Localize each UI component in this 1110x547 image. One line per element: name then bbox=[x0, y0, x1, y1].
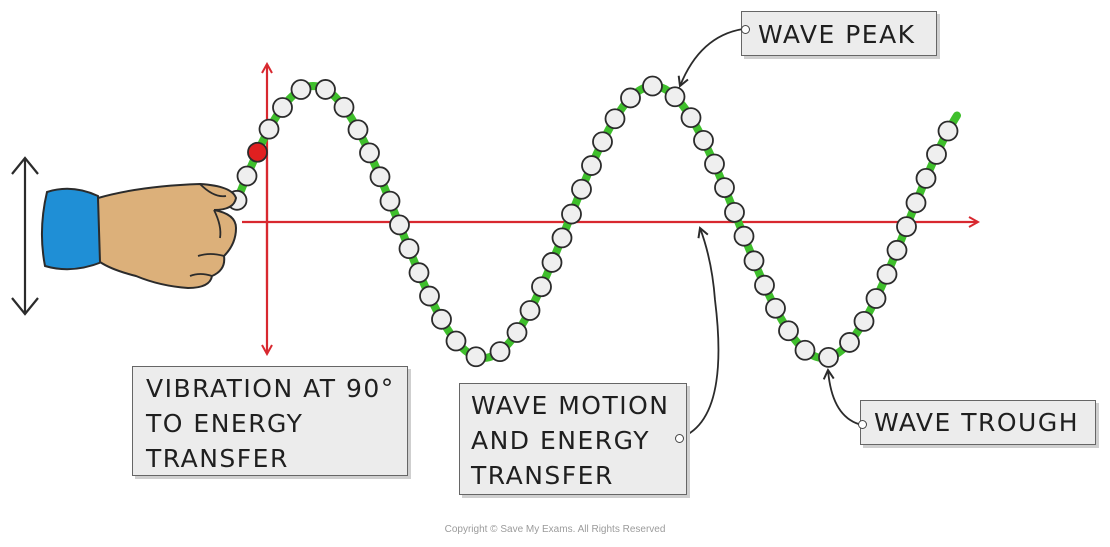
peak-pointer-arrow bbox=[680, 28, 744, 86]
particles bbox=[226, 75, 959, 368]
vibration-line-1: VIBRATION AT 90° bbox=[146, 374, 395, 403]
wave-motion-label: WAVE MOTION AND ENERGY TRANSFER bbox=[459, 383, 687, 495]
vibration-line-2: TO ENERGY bbox=[146, 409, 304, 438]
vibration-label: VIBRATION AT 90° TO ENERGY TRANSFER bbox=[132, 366, 408, 476]
particle bbox=[680, 107, 702, 129]
particle bbox=[937, 120, 959, 142]
particle bbox=[754, 274, 775, 296]
particle bbox=[704, 153, 725, 175]
particle bbox=[778, 320, 799, 342]
particle bbox=[419, 285, 440, 307]
particle bbox=[359, 142, 380, 164]
particle bbox=[272, 97, 293, 118]
particle bbox=[818, 346, 839, 368]
wave-trough-label: WAVE TROUGH bbox=[860, 400, 1096, 445]
particle bbox=[561, 203, 582, 225]
particle bbox=[865, 288, 887, 309]
particle bbox=[445, 330, 467, 352]
particle bbox=[506, 322, 528, 343]
motion-line-3: TRANSFER bbox=[471, 461, 614, 490]
particle bbox=[853, 310, 875, 332]
particle bbox=[581, 155, 602, 176]
particle bbox=[551, 227, 573, 249]
particle bbox=[398, 238, 420, 260]
particle bbox=[465, 346, 487, 368]
particle bbox=[664, 86, 686, 108]
particle bbox=[315, 79, 336, 100]
particle bbox=[896, 216, 917, 238]
particle bbox=[369, 166, 391, 188]
particle bbox=[389, 214, 410, 236]
particle bbox=[236, 165, 258, 187]
particle bbox=[531, 276, 552, 298]
particle bbox=[693, 129, 714, 151]
particle bbox=[839, 332, 860, 353]
particle bbox=[926, 143, 947, 165]
particle bbox=[905, 192, 927, 214]
particle bbox=[347, 119, 369, 141]
particle bbox=[886, 239, 908, 261]
copyright-text: Copyright © Save My Exams. All Rights Re… bbox=[444, 524, 666, 535]
wave-trough-tag-hole bbox=[858, 420, 867, 429]
particle bbox=[604, 108, 626, 130]
particle bbox=[714, 177, 735, 198]
particle bbox=[258, 118, 280, 140]
particle bbox=[876, 263, 898, 285]
motion-line-1: WAVE MOTION bbox=[471, 391, 670, 420]
vibration-line-3: TRANSFER bbox=[146, 444, 289, 473]
particle bbox=[519, 300, 541, 321]
particle bbox=[592, 131, 613, 153]
particle bbox=[620, 87, 641, 109]
motion-line-2: AND ENERGY bbox=[471, 426, 651, 455]
wave-peak-tag-hole bbox=[741, 25, 750, 34]
hand-icon bbox=[40, 182, 238, 290]
particle bbox=[408, 262, 430, 284]
particle bbox=[743, 250, 765, 272]
highlighted-particle bbox=[247, 141, 268, 163]
wave-trough-text: WAVE TROUGH bbox=[874, 408, 1079, 437]
motion-pointer-arrow bbox=[679, 228, 720, 439]
particle bbox=[794, 339, 816, 361]
double-arrow-icon bbox=[11, 156, 39, 316]
particle bbox=[290, 79, 312, 100]
particle bbox=[733, 225, 755, 247]
wave-motion-tag-hole bbox=[675, 434, 684, 443]
particle bbox=[333, 96, 355, 118]
particle bbox=[431, 308, 452, 330]
particle bbox=[765, 297, 786, 319]
particle bbox=[379, 190, 401, 212]
wave-peak-text: WAVE PEAK bbox=[758, 20, 916, 49]
trough-pointer-arrow bbox=[828, 370, 863, 426]
particle bbox=[642, 75, 663, 97]
particle bbox=[724, 201, 745, 223]
particle bbox=[915, 168, 937, 189]
particle bbox=[489, 341, 511, 363]
particle bbox=[571, 178, 592, 200]
wave-peak-label: WAVE PEAK bbox=[741, 11, 937, 56]
particle bbox=[541, 252, 563, 273]
